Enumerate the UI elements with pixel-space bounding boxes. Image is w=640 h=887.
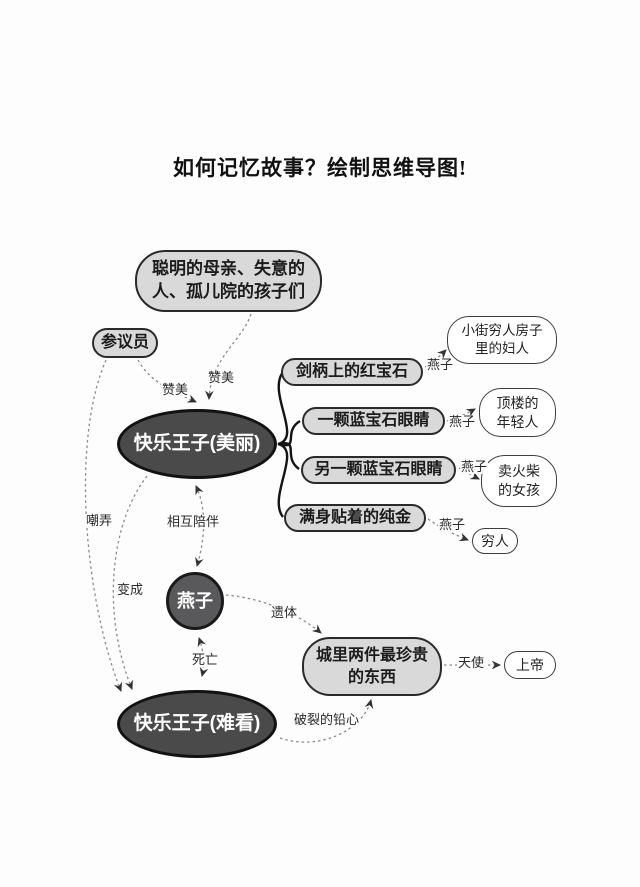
edge-label-carrier-sapphire-other: 燕子 — [460, 459, 489, 475]
node-god-label: 上帝 — [516, 656, 544, 673]
edge-label-praise-from-audience: 赞美 — [207, 370, 236, 386]
node-sapphire-other-label: 另一颗蓝宝石眼睛 — [314, 461, 443, 479]
node-poor-people: 穷人 — [472, 528, 518, 554]
edge-beautiful-become — [112, 475, 148, 690]
edge-accompany — [195, 485, 205, 567]
node-match-girl: 卖火柴 的女孩 — [481, 455, 557, 507]
node-sapphire-one-label: 一颗蓝宝石眼睛 — [317, 412, 430, 430]
branch-to-sapphire-other — [277, 441, 300, 470]
branch-to-ruby — [277, 371, 289, 446]
node-match-girl-line1: 卖火柴 — [498, 463, 540, 480]
node-treasures-line2: 的东西 — [347, 668, 396, 686]
page-title: 如何记忆故事？绘制思维导图! — [173, 156, 467, 180]
edge-label-become: 变成 — [116, 582, 145, 598]
edge-label-accompany: 相互陪伴 — [166, 514, 221, 530]
node-young-man-line1: 顶楼的 — [496, 394, 539, 411]
node-gold: 满身贴着的纯金 — [284, 504, 426, 532]
node-treasures-line1: 城里两件最珍贵 — [315, 646, 428, 664]
node-treasures: 城里两件最珍贵 的东西 — [302, 637, 442, 696]
branch-curves — [277, 371, 301, 518]
edge-label-praise-from-senator: 赞美 — [161, 382, 190, 398]
node-audience: 聪明的母亲、失意的 人、孤儿院的孩子们 — [135, 250, 322, 312]
node-match-girl-line2: 的女孩 — [498, 482, 540, 498]
node-senator-label: 参议员 — [100, 334, 149, 352]
node-woman-line1: 小街穷人房子 — [461, 322, 543, 338]
edge-label-death: 死亡 — [191, 652, 220, 668]
node-ruby-label: 剑柄上的红宝石 — [295, 363, 408, 381]
node-swallow-label: 燕子 — [177, 590, 213, 611]
node-senator: 参议员 — [92, 328, 158, 358]
edge-label-carrier-gold: 燕子 — [438, 517, 467, 533]
branch-to-gold — [277, 442, 289, 518]
node-sapphire-other: 另一颗蓝宝石眼睛 — [301, 456, 456, 484]
edge-label-carrier-sapphire-one: 燕子 — [448, 414, 477, 430]
edge-swallow-remains — [225, 594, 322, 634]
edge-label-angel: 天使 — [457, 655, 486, 671]
node-gold-label: 满身贴着的纯金 — [298, 509, 411, 527]
node-audience-line2: 人、孤儿院的孩子们 — [152, 282, 305, 301]
node-young-man-line2: 年轻人 — [496, 413, 539, 430]
node-prince-ugly-label: 快乐王子(难看) — [133, 713, 261, 735]
node-woman-line2: 里的妇人 — [475, 341, 529, 356]
edge-label-carrier-ruby: 燕子 — [426, 357, 455, 373]
edge-label-mock: 嘲弄 — [85, 513, 114, 529]
node-young-man: 顶楼的 年轻人 — [479, 388, 556, 437]
node-prince-ugly: 快乐王子(难看) — [117, 690, 277, 758]
node-prince-beautiful-label: 快乐王子(美丽) — [133, 433, 261, 455]
edge-sapphire-one-young-man — [446, 408, 476, 422]
node-audience-line1: 聪明的母亲、失意的 — [152, 259, 305, 279]
node-sapphire-one: 一颗蓝宝石眼睛 — [302, 407, 445, 435]
node-god: 上帝 — [504, 651, 556, 679]
node-poor-people-label: 穷人 — [481, 532, 509, 549]
edge-audience-praise — [205, 313, 252, 401]
edge-ugly-broken-heart — [279, 698, 374, 743]
edge-label-broken-lead-heart: 破裂的铅心 — [293, 712, 361, 728]
node-woman: 小街穷人房子 里的妇人 — [447, 316, 557, 364]
node-swallow: 燕子 — [166, 572, 224, 630]
node-prince-beautiful: 快乐王子(美丽) — [117, 409, 277, 479]
node-ruby: 剑柄上的红宝石 — [281, 358, 423, 386]
edge-label-remains: 遗体 — [270, 605, 299, 621]
